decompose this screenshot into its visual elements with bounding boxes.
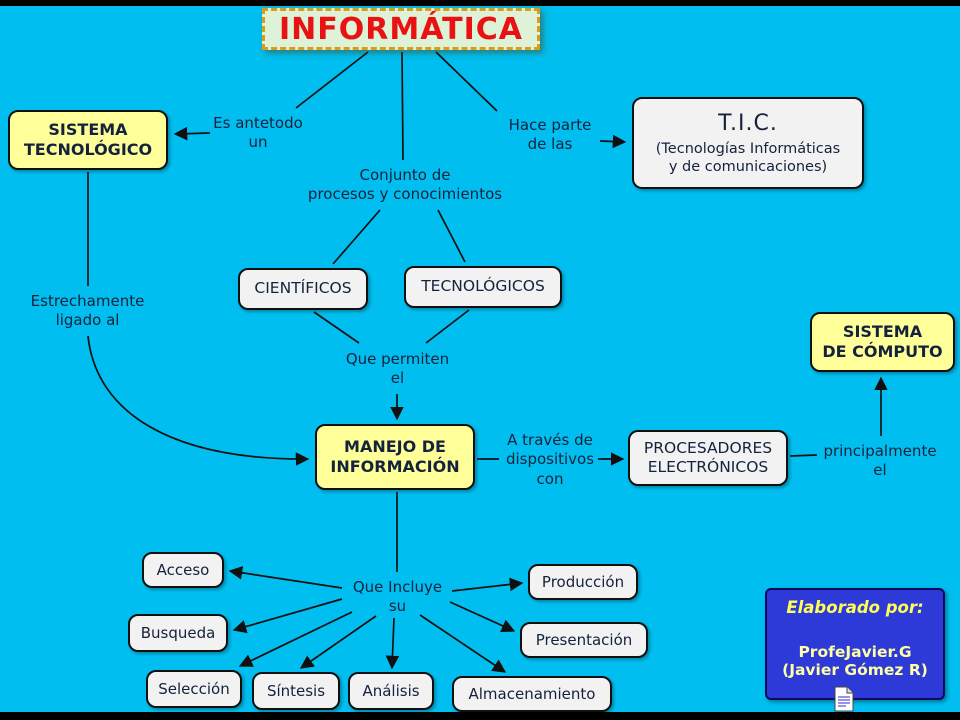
link-a-traves-de-dispositivos-con[interactable]: A través de dispositivos con: [505, 430, 595, 488]
node-busqueda[interactable]: Busqueda: [128, 614, 228, 652]
credit-author: ProfeJavier.G: [798, 643, 912, 661]
node-analisis[interactable]: Análisis: [348, 672, 434, 710]
link-hace-parte-de-las[interactable]: Hace parte de las: [508, 115, 592, 154]
node-produccion[interactable]: Producción: [528, 564, 638, 600]
credit-author-alt: (Javier Gómez R): [782, 661, 928, 679]
link-que-permiten-el[interactable]: Que permiten el: [345, 349, 450, 388]
credit-heading: Elaborado por:: [786, 598, 924, 617]
bottom-border-bar: [0, 712, 960, 720]
node-sintesis[interactable]: Síntesis: [252, 672, 340, 710]
credit-box: Elaborado por: ProfeJavier.G (Javier Góm…: [765, 588, 945, 700]
tic-title: T.I.C.: [718, 111, 778, 137]
node-acceso[interactable]: Acceso: [142, 552, 224, 588]
tic-subtitle: (Tecnologías Informáticas y de comunicac…: [655, 140, 841, 175]
node-manejo-de-informacion[interactable]: MANEJO DE INFORMACIÓN: [315, 424, 475, 490]
node-sistema-de-computo[interactable]: SISTEMA DE CÓMPUTO: [810, 312, 955, 372]
document-icon[interactable]: [834, 686, 854, 712]
node-sistema-tecnologico[interactable]: SISTEMA TECNOLÓGICO: [8, 110, 168, 170]
link-es-antetodo-un[interactable]: Es antetodo un: [213, 113, 303, 152]
top-border-bar: [0, 0, 960, 6]
node-seleccion[interactable]: Selección: [146, 670, 242, 708]
link-conjunto-de-procesos[interactable]: Conjunto de procesos y conocimientos: [307, 165, 503, 204]
node-presentacion[interactable]: Presentación: [520, 622, 648, 658]
node-tecnologicos[interactable]: TECNOLÓGICOS: [404, 266, 562, 308]
node-informatica[interactable]: INFORMÁTICA: [262, 8, 540, 50]
node-almacenamiento[interactable]: Almacenamiento: [452, 676, 612, 712]
link-principalmente-el[interactable]: principalmente el: [823, 441, 937, 480]
link-estrechamente-ligado-al[interactable]: Estrechamente ligado al: [30, 291, 145, 330]
link-que-incluye-su[interactable]: Que Incluye su: [352, 577, 443, 616]
node-procesadores-electronicos[interactable]: PROCESADORES ELECTRÓNICOS: [628, 430, 788, 486]
node-tic[interactable]: T.I.C. (Tecnologías Informáticas y de co…: [632, 97, 864, 189]
node-cientificos[interactable]: CIENTÍFICOS: [238, 268, 368, 310]
